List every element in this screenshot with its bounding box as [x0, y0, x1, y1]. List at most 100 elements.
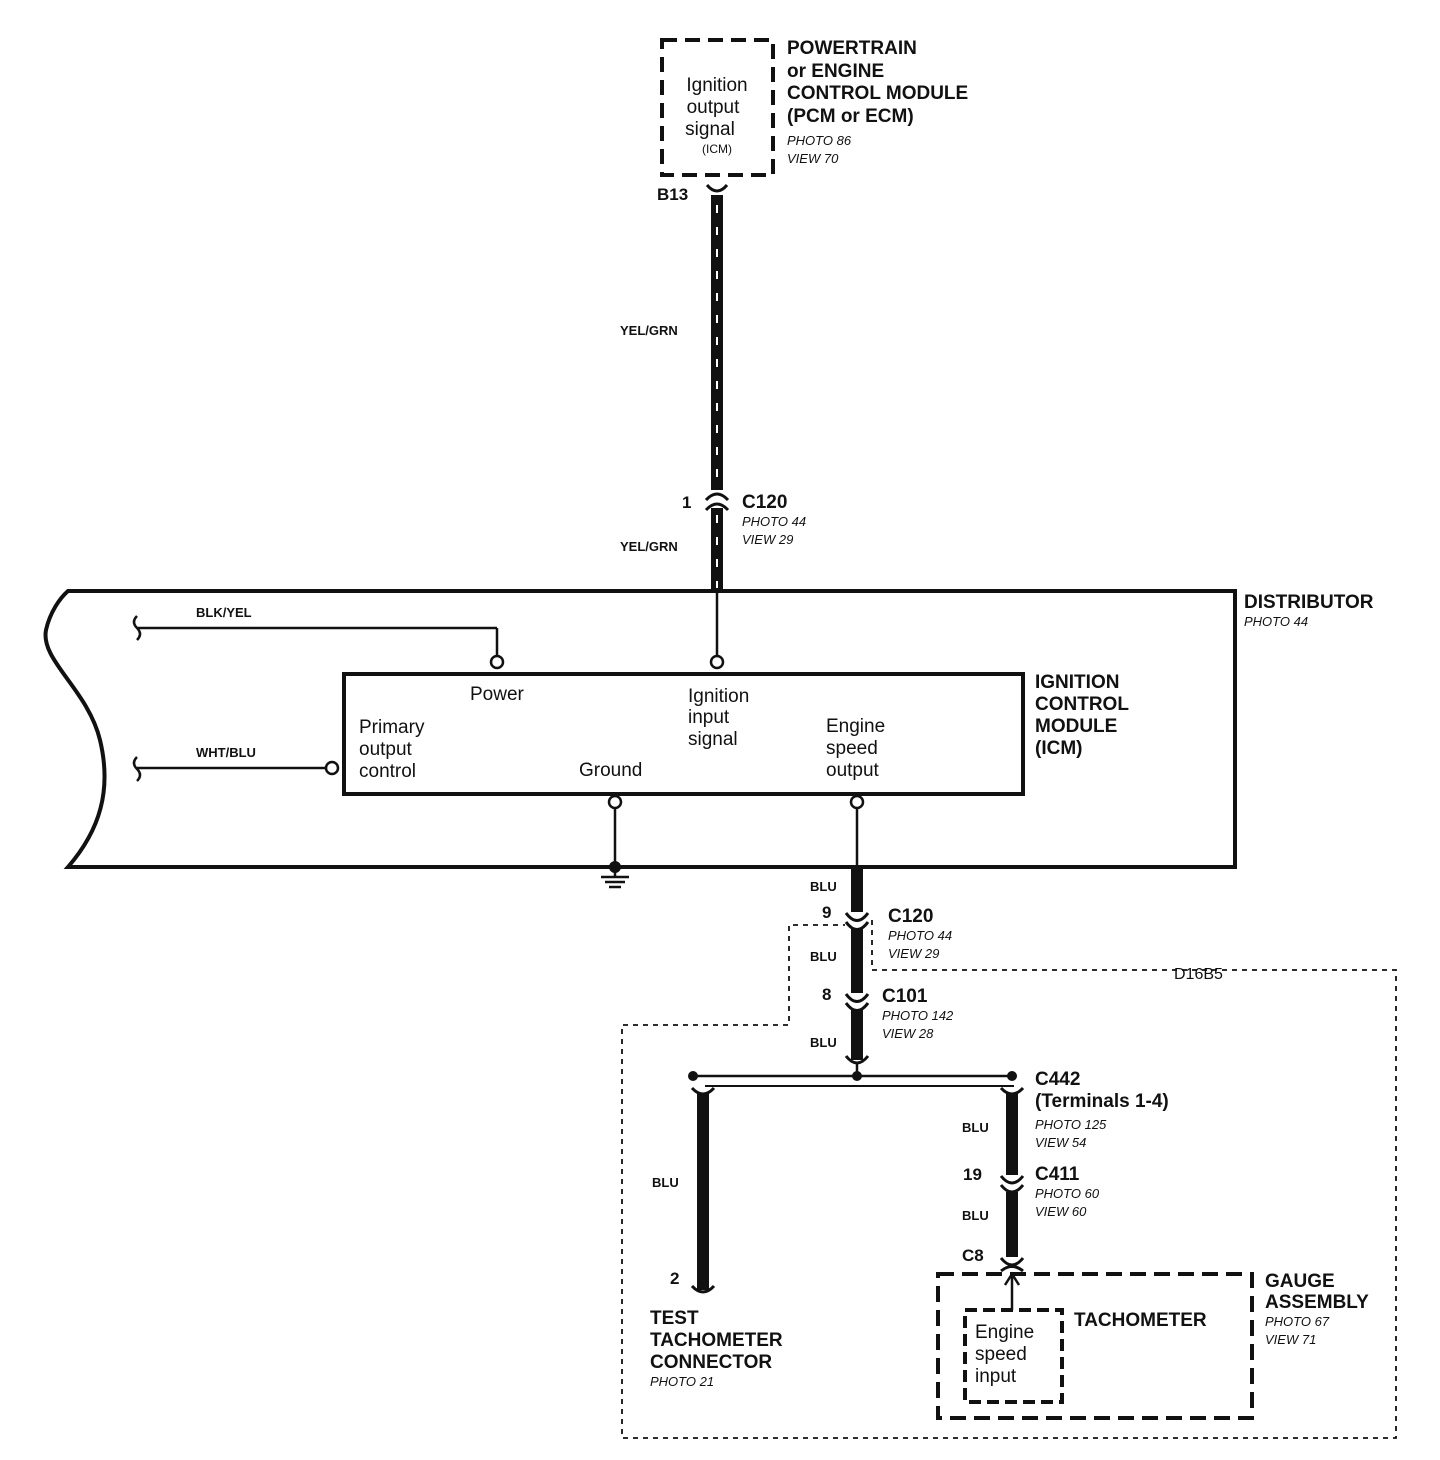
- c120-lower-pin: 9: [822, 903, 831, 922]
- tach-input-label-3: input: [975, 1366, 1017, 1387]
- c120-top-terminal: [704, 492, 730, 502]
- c120-lower-terminal: [844, 912, 870, 922]
- pcm-pin-b13: B13: [657, 185, 688, 204]
- c411-name: C411: [1035, 1164, 1080, 1185]
- pcm-box-label-4: (ICM): [702, 142, 732, 156]
- ground-symbol-icon: [601, 875, 629, 889]
- blu-label-4: BLU: [962, 1120, 989, 1135]
- blk-yel-label: BLK/YEL: [196, 605, 252, 620]
- tach-input-label-2: speed: [975, 1344, 1027, 1365]
- pcm-title-2: or ENGINE: [787, 61, 884, 82]
- icm-ign-label-3: signal: [688, 729, 738, 750]
- test-connector-title-3: CONNECTOR: [650, 1352, 772, 1373]
- icm-power-terminal: [489, 654, 505, 670]
- test-connector-title-2: TACHOMETER: [650, 1330, 783, 1351]
- c120-lower-photo: PHOTO 44: [888, 928, 952, 943]
- icm-ign-label-2: input: [688, 707, 730, 728]
- c8-terminal: [999, 1257, 1025, 1267]
- blu-label-5: BLU: [962, 1208, 989, 1223]
- distributor-outline: [43, 589, 1237, 869]
- pcm-photo: PHOTO 86: [787, 133, 852, 148]
- icm-primary-label-3: control: [359, 761, 416, 782]
- splice-dot-left: [688, 1071, 698, 1081]
- blu-label-left: BLU: [652, 1175, 679, 1190]
- icm-ground-terminal: [607, 794, 623, 810]
- icm-ground-label: Ground: [579, 760, 642, 781]
- blu-label-3: BLU: [810, 1035, 837, 1050]
- c8-terminal-b: [1000, 1265, 1024, 1273]
- c442-terminal-left: [690, 1086, 716, 1096]
- c101-name: C101: [882, 986, 928, 1007]
- icm-primary-label-2: output: [359, 739, 413, 760]
- c120-top-view: VIEW 29: [742, 532, 793, 547]
- tachometer-title: TACHOMETER: [1074, 1310, 1207, 1331]
- icm-engine-label-2: speed: [826, 738, 878, 759]
- icm-title-1: IGNITION: [1035, 672, 1119, 693]
- c120-top-terminal-lower: [704, 502, 730, 512]
- gauge-photo: PHOTO 67: [1265, 1314, 1330, 1329]
- pcm-pin-terminal: [705, 183, 729, 193]
- tach-input-box: [963, 1308, 1064, 1404]
- wht-blu-label: WHT/BLU: [196, 745, 256, 760]
- icm-ign-input-terminal: [709, 654, 725, 670]
- gauge-title-2: ASSEMBLY: [1265, 1292, 1369, 1313]
- icm-ign-label-1: Ignition: [688, 686, 749, 707]
- icm-title-3: MODULE: [1035, 716, 1117, 737]
- c411-terminal-b: [999, 1184, 1025, 1194]
- c101-pin: 8: [822, 985, 831, 1004]
- c120-lower-name: C120: [888, 906, 933, 927]
- icm-power-label: Power: [470, 684, 525, 705]
- c411-terminal: [999, 1175, 1025, 1185]
- icm-title-2: CONTROL: [1035, 694, 1129, 715]
- pcm-title-1: POWERTRAIN: [787, 38, 917, 59]
- icm-engine-output-terminal: [849, 794, 865, 810]
- test-connector-pin: 2: [670, 1269, 679, 1288]
- pcm-box-label-3: signal: [685, 119, 735, 140]
- test-connector-title-1: TEST: [650, 1308, 699, 1329]
- c411-pin: 19: [963, 1165, 982, 1184]
- test-connector-photo: PHOTO 21: [650, 1374, 714, 1389]
- icm-title-4: (ICM): [1035, 738, 1082, 759]
- c411-photo: PHOTO 60: [1035, 1186, 1100, 1201]
- d16b5-boundary: [621, 920, 1397, 1439]
- distributor-photo: PHOTO 44: [1244, 614, 1308, 629]
- c442-terminal-right: [999, 1086, 1025, 1096]
- c442-view: VIEW 54: [1035, 1135, 1086, 1150]
- tach-input-label-1: Engine: [975, 1322, 1034, 1343]
- c442-name: C442: [1035, 1069, 1080, 1090]
- c442-photo: PHOTO 125: [1035, 1117, 1107, 1132]
- c120-lower-view: VIEW 29: [888, 946, 939, 961]
- icm-primary-label-1: Primary: [359, 717, 425, 738]
- pcm-title-4: (PCM or ECM): [787, 106, 914, 127]
- gauge-title-1: GAUGE: [1265, 1271, 1335, 1292]
- pcm-box-label-1: Ignition: [686, 75, 747, 96]
- blu-label-2: BLU: [810, 949, 837, 964]
- variant-label: D16B5: [1174, 966, 1223, 983]
- yel-grn-label-lower: YEL/GRN: [620, 539, 678, 554]
- splice-dot-right: [1007, 1071, 1017, 1081]
- c8-label: C8: [962, 1246, 984, 1265]
- c411-view: VIEW 60: [1035, 1204, 1087, 1219]
- blu-label-1: BLU: [810, 879, 837, 894]
- icm-primary-terminal: [324, 760, 340, 776]
- c120-top-pin: 1: [682, 493, 691, 512]
- c101-terminal: [844, 993, 870, 1003]
- icm-box: [342, 672, 1025, 796]
- c101-view: VIEW 28: [882, 1026, 934, 1041]
- distributor-title: DISTRIBUTOR: [1244, 592, 1374, 613]
- icm-engine-label-1: Engine: [826, 716, 885, 737]
- gauge-view: VIEW 71: [1265, 1332, 1316, 1347]
- c120-top-name: C120: [742, 492, 787, 513]
- pcm-view: VIEW 70: [787, 151, 839, 166]
- yel-grn-label-upper: YEL/GRN: [620, 323, 678, 338]
- tach-input-arrow-icon: [1003, 1271, 1021, 1286]
- pcm-box: [660, 38, 775, 177]
- c101-photo: PHOTO 142: [882, 1008, 954, 1023]
- c120-top-photo: PHOTO 44: [742, 514, 806, 529]
- gauge-assembly-box: [936, 1272, 1254, 1420]
- test-connector-terminal: [690, 1284, 716, 1294]
- c101-terminal-b: [844, 1002, 870, 1012]
- icm-engine-label-3: output: [826, 760, 880, 781]
- pcm-title-3: CONTROL MODULE: [787, 83, 968, 104]
